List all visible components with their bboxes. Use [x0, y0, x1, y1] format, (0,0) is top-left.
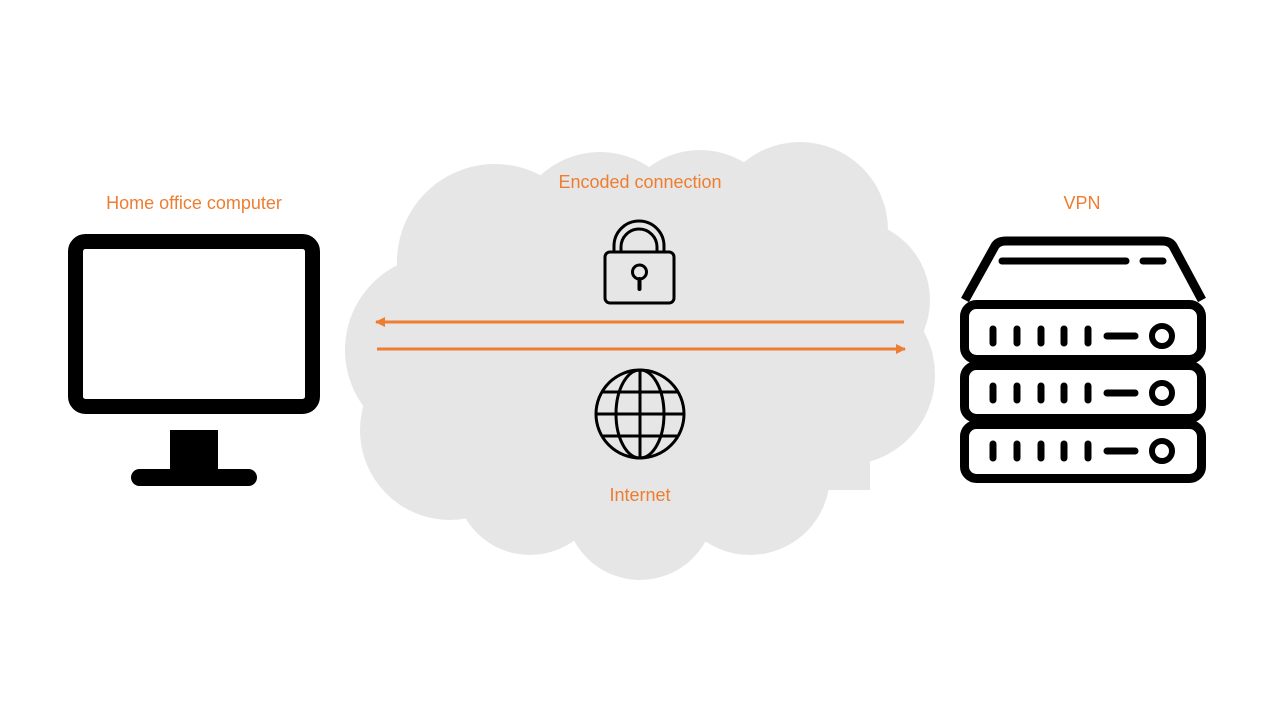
monitor-icon [68, 234, 320, 486]
globe-icon [594, 368, 686, 460]
server-unit-1 [960, 300, 1206, 364]
vpn-label: VPN [1063, 193, 1101, 213]
server-unit-3 [960, 420, 1206, 483]
computer-label: Home office computer [106, 193, 282, 213]
server-unit-2 [960, 361, 1206, 423]
internet-label: Internet [609, 485, 671, 505]
cloud-shape [345, 142, 935, 580]
encoded-connection-label: Encoded connection [558, 172, 722, 192]
server-rack-icon [960, 236, 1206, 483]
padlock-icon [603, 219, 676, 305]
